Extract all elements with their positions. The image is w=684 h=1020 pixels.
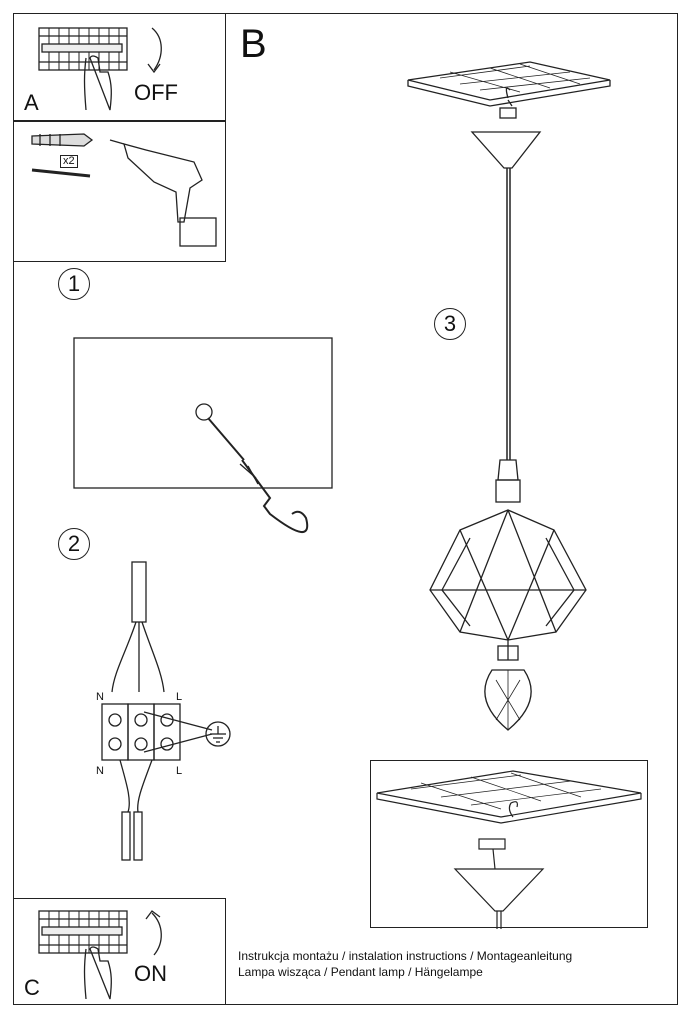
ground-symbol-icon <box>205 721 231 747</box>
breaker-switch-on-illustration <box>38 910 162 1000</box>
breaker-switch-off-illustration <box>38 27 162 111</box>
wiring-terminal-diagram <box>101 561 231 861</box>
terminal-n-bottom: N <box>96 765 104 777</box>
anchor-quantity: x2 <box>60 155 78 168</box>
step-2-number: 2 <box>67 531 81 556</box>
instruction-sheet-frame <box>13 13 678 1005</box>
step-3-number: 3 <box>443 311 457 336</box>
pendant-lamp-illustration <box>407 61 611 731</box>
terminal-l-bottom: L <box>176 765 183 777</box>
terminal-n-top: N <box>96 691 104 703</box>
caption-line-1: Instrukcja montażu / instalation instruc… <box>238 949 573 963</box>
panel-c-label: C <box>24 975 40 1000</box>
canopy-hook-detail-illustration <box>376 770 642 929</box>
panel-c: C ON <box>13 898 226 1005</box>
ceiling-hook-mount-illustration <box>73 337 333 534</box>
anchor-screw-drill-illustration <box>31 133 217 247</box>
panel-a-label: A <box>24 90 39 115</box>
panel-c-action-text: ON <box>134 961 167 986</box>
panel-a-action-text: OFF <box>134 80 178 105</box>
step-2-marker: 2 <box>58 528 90 560</box>
inset-detail-panel <box>370 760 648 929</box>
tools-panel: x2 <box>13 121 226 262</box>
drill-icon <box>109 139 217 247</box>
step-3-marker: 3 <box>434 308 466 340</box>
terminal-l-top: L <box>176 691 183 703</box>
step-1-number: 1 <box>67 271 81 296</box>
step-1-marker: 1 <box>58 268 90 300</box>
panel-a: A OFF <box>13 13 226 121</box>
panel-b-label: B <box>240 22 267 66</box>
caption-line-2: Lampa wisząca / Pendant lamp / Hängelamp… <box>238 965 483 979</box>
